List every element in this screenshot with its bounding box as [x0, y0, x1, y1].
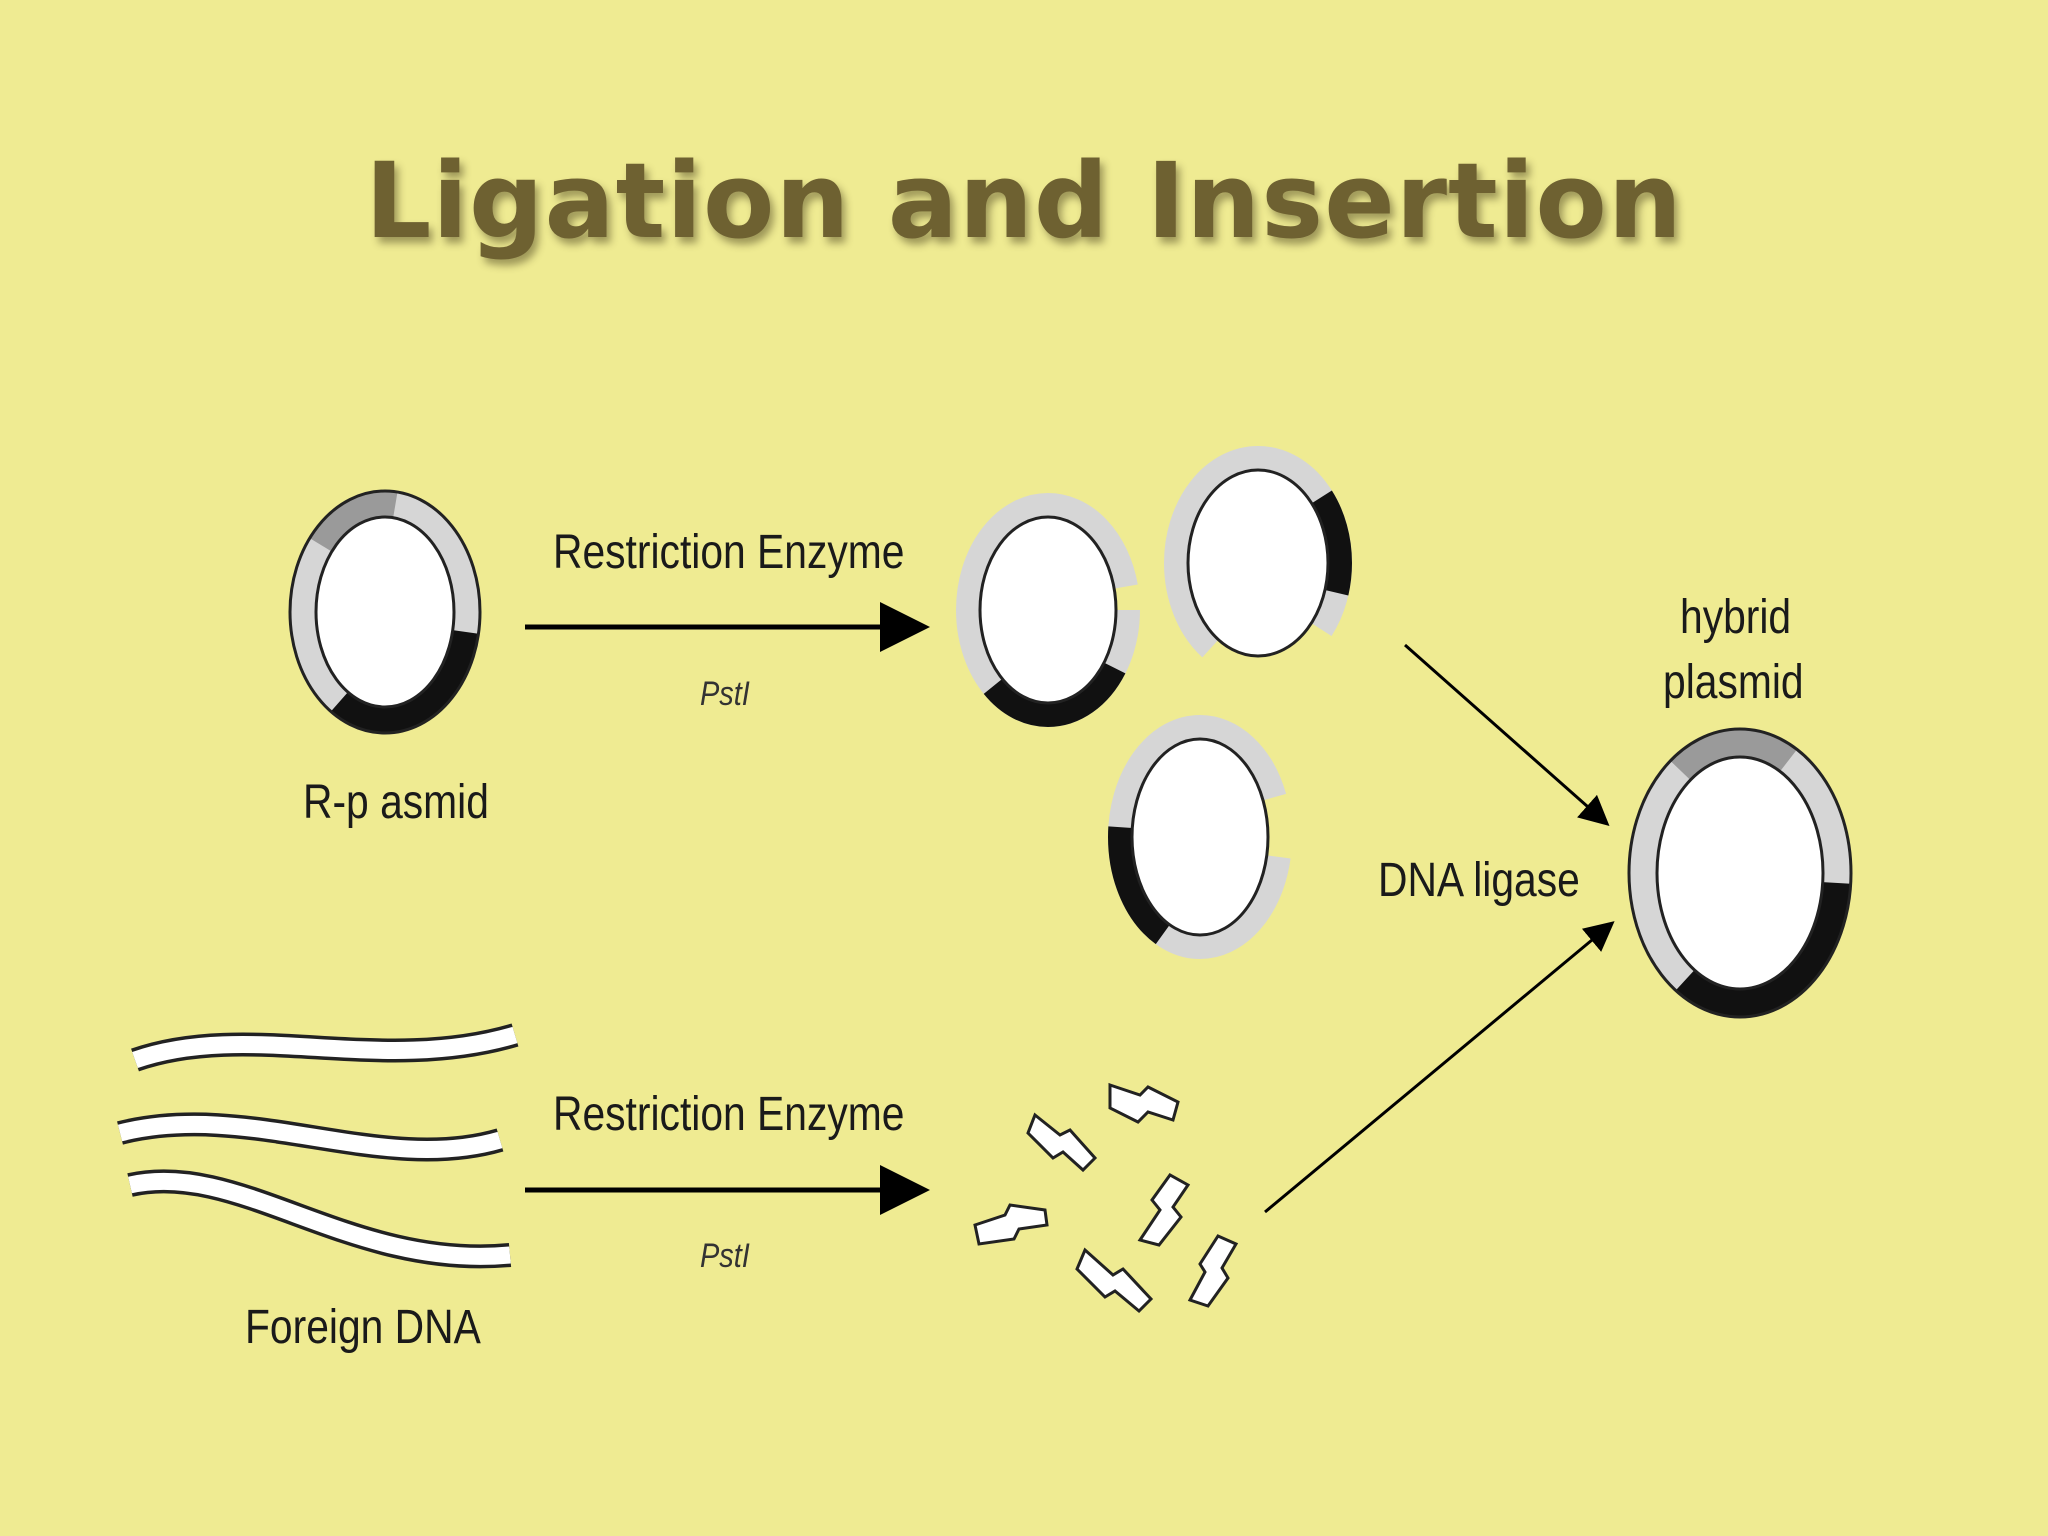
restriction-enzyme-label-bottom: Restriction Enzyme — [553, 1088, 905, 1141]
hybrid-label-line1: hybrid — [1680, 591, 1792, 644]
cut-plasmid-3 — [1108, 715, 1292, 959]
ligase-arrow-top — [1404, 643, 1610, 826]
cut-plasmid-2 — [1164, 446, 1352, 680]
hybrid-plasmid-ring — [1627, 727, 1853, 1019]
r-plasmid-ring — [288, 489, 482, 735]
dna-fragments — [973, 1082, 1239, 1314]
r-plasmid-label: R-p asmid — [303, 776, 489, 829]
hybrid-label-line2: plasmid — [1663, 656, 1804, 709]
cut-plasmid-1 — [956, 493, 1140, 727]
enzyme-name-bottom: PstI — [700, 1237, 750, 1275]
dna-ligase-label: DNA ligase — [1378, 854, 1580, 907]
foreign-dna-label: Foreign DNA — [245, 1301, 481, 1354]
ligase-arrow-bottom — [1264, 921, 1615, 1214]
foreign-dna-strands — [117, 1023, 519, 1269]
slide-title: Ligation and Insertion — [365, 140, 1683, 262]
restriction-enzyme-label-top: Restriction Enzyme — [553, 526, 905, 579]
enzyme-name-top: PstI — [700, 675, 750, 713]
